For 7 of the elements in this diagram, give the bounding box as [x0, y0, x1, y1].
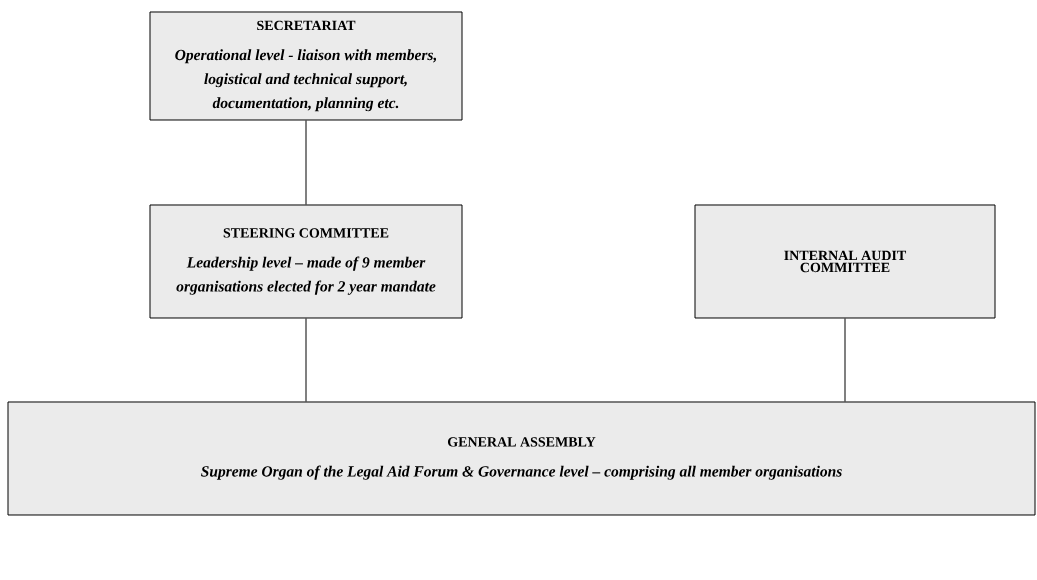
box: SECRETARIAT Operational level - liaison with members, logistical and technical support, documentation, planning etc.: [149, 11, 463, 121]
connector-line: [305, 120, 307, 205]
box: GENERAL ASSEMBLY Supreme Organ of the Legal Aid Forum & Governance level – comprising all member organisations: [7, 401, 1036, 516]
connector-line: [844, 318, 846, 402]
connector-line: [305, 318, 307, 402]
box: INTERNAL AUDIT COMMITTEE: [694, 204, 996, 319]
box: STEERING COMMITTEE Leadership level – made of 9 member organisations elected for 2 year mandate: [149, 204, 463, 319]
